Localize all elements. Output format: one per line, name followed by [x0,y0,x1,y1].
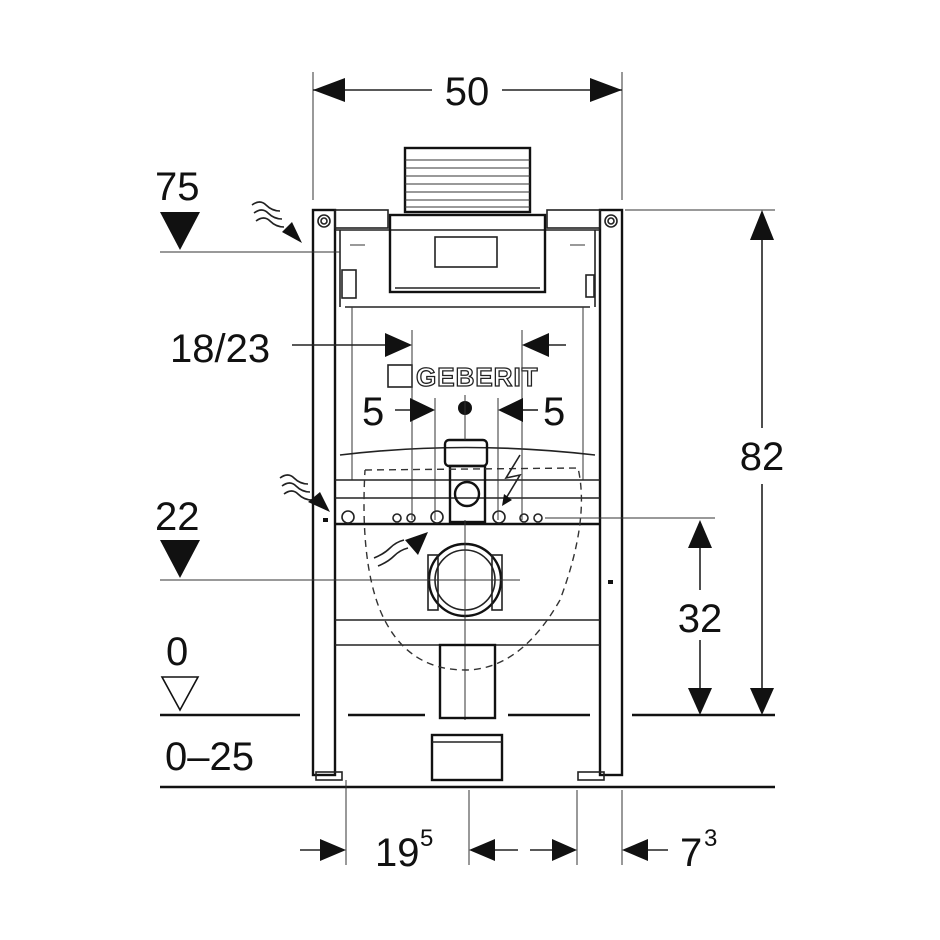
right-depth-superscript: 3 [704,825,717,852]
logo-mark [387,364,413,388]
drain-height-label: 32 [678,597,723,641]
water-wave-icon [279,474,313,501]
width-dimension: 50 [312,70,623,200]
left-depth-label: 19 [375,831,420,875]
mounting-holes [341,510,543,524]
drain-connection [410,520,520,782]
floor-level-marker: 0 [160,630,775,717]
right-depth-label: 7 [680,831,702,875]
floor-level-label: 0 [166,630,188,674]
total-height-label: 82 [740,435,785,479]
actuation-height-marker: 75 [155,165,340,253]
arrow-head [313,78,345,102]
water-wave-icon [251,201,285,228]
width-label: 50 [445,70,490,114]
offset-dimensions: 5 5 [362,390,565,520]
actuation-height-label: 75 [155,165,200,209]
total-height-dimension: 82 [625,209,785,715]
floor-adjust-label: 0–25 [165,735,254,779]
geberit-logo: GEBERIT [416,362,539,392]
supply-valve [443,395,489,524]
supply-height-label: 22 [155,495,200,539]
drain-height-dimension: 32 [678,520,723,715]
depth-dimensions: 19 5 7 3 [300,780,717,875]
cistern-top [403,146,532,214]
arrow-head [590,78,622,102]
right-offset-label: 5 [543,390,565,434]
left-offset-label: 5 [362,390,384,434]
bowl-outline [363,467,583,671]
bolt-spacing-dimension: 18/23 [170,327,566,520]
left-depth-superscript: 5 [420,825,433,852]
installation-frame [311,208,715,781]
air-wave-icon [373,539,409,567]
bolt-spacing-label: 18/23 [170,327,270,371]
supply-height-marker: 22 [155,474,430,581]
floor-adjust-marker: 0–25 [160,735,775,789]
electric-icon [504,454,522,501]
